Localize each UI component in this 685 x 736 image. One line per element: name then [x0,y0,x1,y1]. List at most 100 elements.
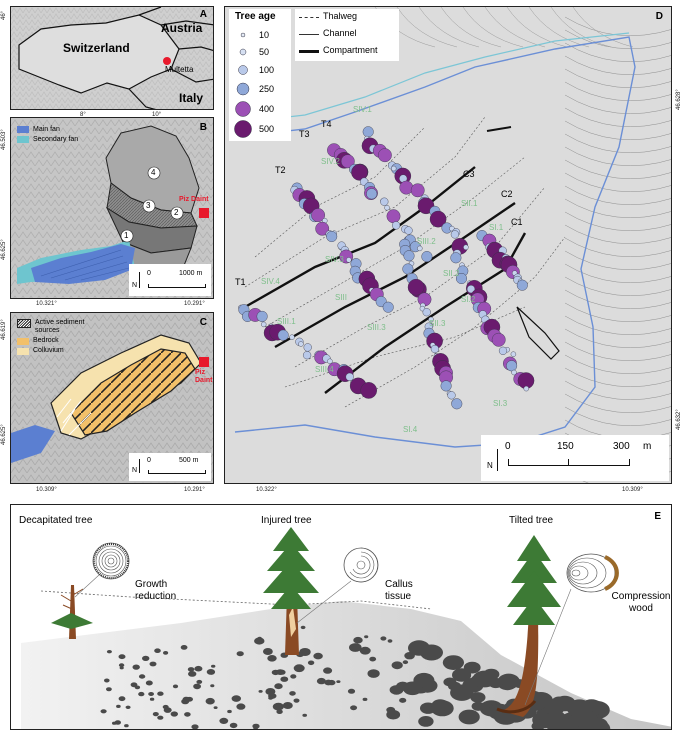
boulder [106,687,112,692]
contour-line [564,185,671,205]
colluvium-label: Colluvium [33,347,64,354]
tree-point [403,250,415,262]
boulder [163,651,169,655]
contour-line [564,341,671,361]
panel-d-north: N [487,461,493,470]
contour-line [564,289,671,309]
tree-point [346,257,352,263]
contour-line [564,354,671,374]
boulder [206,669,216,675]
tree-point [390,165,397,172]
tree-point [366,188,378,200]
tree-point [326,230,338,242]
austria-border [138,7,213,52]
tilted-crown-3 [507,571,561,607]
boulder [170,711,178,717]
boulder [276,709,283,714]
boulder [124,724,129,728]
tree-point [384,204,390,211]
contour-line [564,211,671,231]
boulder [274,683,283,690]
contour-line [418,7,480,48]
tree-point [289,334,295,340]
panel-b-y-tick-top: 46.503° [1,129,7,150]
panel-d-north-arrow [497,449,498,471]
boulder [420,644,443,661]
contour-line [564,224,671,244]
tree-point [404,226,413,235]
panel-b-peak-label: Piz Daint [179,196,209,203]
main-fan-channels [40,249,130,281]
panel-c-y-tick-bottom: 46.625° [1,424,7,445]
compartment-si3: SI.3 [493,399,508,408]
main-fan-swatch [17,126,29,133]
age-10-label: 10 [259,30,270,40]
tree-point [516,279,528,291]
tree-point [422,308,431,317]
panel-c-scale-zero: 0 [147,457,151,464]
tree-point [429,210,447,228]
contour-line [396,7,458,48]
contour-line [564,380,671,400]
contour-line [564,367,671,387]
boulder [172,684,179,689]
secondary-fan-swatch [17,136,29,143]
age-250-label: 250 [259,84,275,94]
boulder [458,709,480,725]
panel-d-y-tick-bottom: 46.632° [676,409,682,430]
geology-map-svg [11,313,213,483]
tree-point [386,209,401,224]
panel-a-lon-tick-1: 8° [80,112,86,118]
italy-border [128,68,213,109]
channel-c3 [244,166,476,309]
tree-point [410,183,425,198]
tree-point [277,329,289,341]
boulder [369,656,377,662]
boulder [448,681,461,691]
boulder [300,625,306,630]
boulder [229,722,238,729]
switzerland-shape [18,14,180,94]
boulder [386,709,401,720]
tree-point [261,321,267,328]
catchment-boundary-blue [234,36,636,448]
boulder [290,674,297,679]
panel-b-x-tick-right: 10.291° [184,301,205,307]
tree-point [392,221,401,230]
panel-d-scale-mid-tick [568,459,569,465]
boulder [236,703,246,710]
panel-b-y-tick-bottom: 46.625° [1,239,7,260]
injured-tree [263,527,319,655]
zone-4-number: 4 [151,168,156,177]
boulder [323,667,333,674]
boulder [119,666,124,670]
tree-age-points [238,126,535,410]
contour-line [564,29,671,49]
boulder [396,681,410,691]
boulder [263,648,273,655]
thalweg-line [254,126,426,258]
panel-e-tree-damage-diagram: E Decapitated tree Injured tree Tilted t… [10,504,672,730]
boulder [418,716,434,727]
boulder [336,680,341,683]
panel-c-label: C [199,317,207,328]
label-switzerland: Switzerland [63,41,130,55]
boulder [362,697,368,701]
tilted-tree-title: Tilted tree [509,515,554,526]
contour-line [564,55,671,75]
zone-1-number: 1 [124,231,129,240]
tilted-crown-2 [511,551,557,583]
compartment-siii4: SIII.4 [315,365,334,374]
legend-active-sources: Active sediment sources [17,319,105,335]
piz-daint-marker [199,208,209,218]
tree-point [380,197,389,206]
contour-line [564,42,671,62]
boulder [112,721,117,725]
contour-line [564,94,671,114]
channel-c1-label: C1 [511,217,523,227]
age-legend-circles [234,32,252,138]
thalweg-lines [244,116,566,408]
injured-crown-2 [267,543,315,571]
tilted-crown-1 [517,535,551,561]
boulder [488,677,503,689]
